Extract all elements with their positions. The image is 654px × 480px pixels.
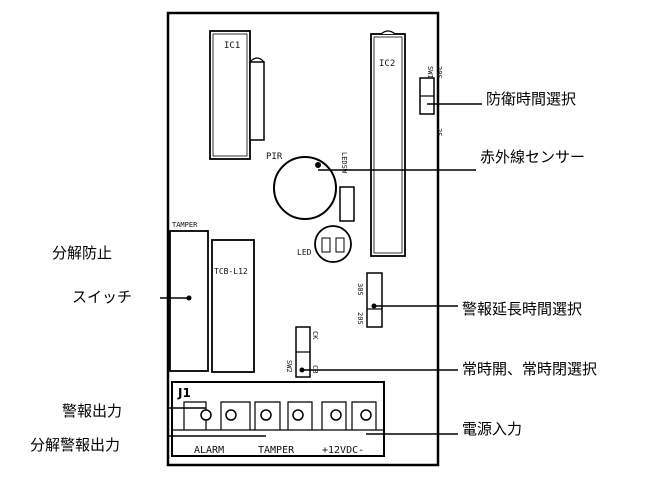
callout-alarm-output: 警報出力 (62, 402, 123, 420)
pir-sensor (273, 156, 337, 220)
ic2-label: IC2 (379, 59, 395, 69)
alarm-terminals (183, 401, 251, 430)
callout-tamper-switch-line2: スイッチ (72, 288, 133, 306)
callout-defense-time: 防衛時間選択 (486, 90, 577, 108)
callout-power-input: 電源入力 (462, 420, 523, 438)
callout-tamper-switch-line1: 分解防止 (52, 244, 113, 262)
tamper-terminal-label: TAMPER (258, 445, 295, 456)
callout-alarm-extend: 警報延長時間選択 (462, 300, 583, 318)
tamper-label: TAMPER (172, 221, 198, 229)
ledsw-switch (339, 186, 355, 222)
sw1-2s-label: 2S (435, 128, 443, 136)
alarm-terminal-label: ALARM (194, 445, 224, 456)
ic1-label: IC1 (224, 41, 240, 51)
j1-label: J1 (177, 386, 191, 400)
callout-tamper-alarm-output: 分解警報出力 (30, 436, 121, 454)
leader-lines (160, 103, 482, 437)
ic2-chip (370, 30, 406, 257)
alarm-extend-jumper (366, 272, 383, 328)
pir-dot (315, 162, 321, 168)
tamper-terminals (254, 401, 313, 430)
callout-pir-sensor: 赤外線センサー (480, 148, 586, 166)
s20-label: 20S (356, 312, 364, 325)
pir-label: PIR (266, 152, 283, 162)
ledsw-label: LEDSW (340, 152, 348, 174)
sw1-label: SW1 (426, 66, 434, 79)
ck-label: CK (311, 331, 319, 340)
led-component (314, 225, 352, 263)
s30-label: 30S (356, 283, 364, 296)
callout-mode-select: 常時開、常時閉選択 (462, 360, 598, 378)
tcb-l12-label: TCB-L12 (214, 267, 248, 276)
sw2-jumper (295, 326, 311, 378)
ic1-chip (209, 30, 265, 160)
cb-label: CB (311, 365, 319, 373)
power-terminal-label: +12VDC- (322, 445, 364, 456)
tamper-switch (169, 230, 209, 372)
led-label: LED (297, 248, 312, 257)
sw1-jumper (419, 77, 435, 115)
board-outline (166, 11, 440, 467)
power-terminals (321, 401, 377, 430)
sw1-20s-label: 20S (435, 66, 443, 79)
leader-dots (186, 295, 377, 373)
tcb-l12-chip (211, 239, 255, 373)
sw2-label: SW2 (285, 360, 293, 373)
